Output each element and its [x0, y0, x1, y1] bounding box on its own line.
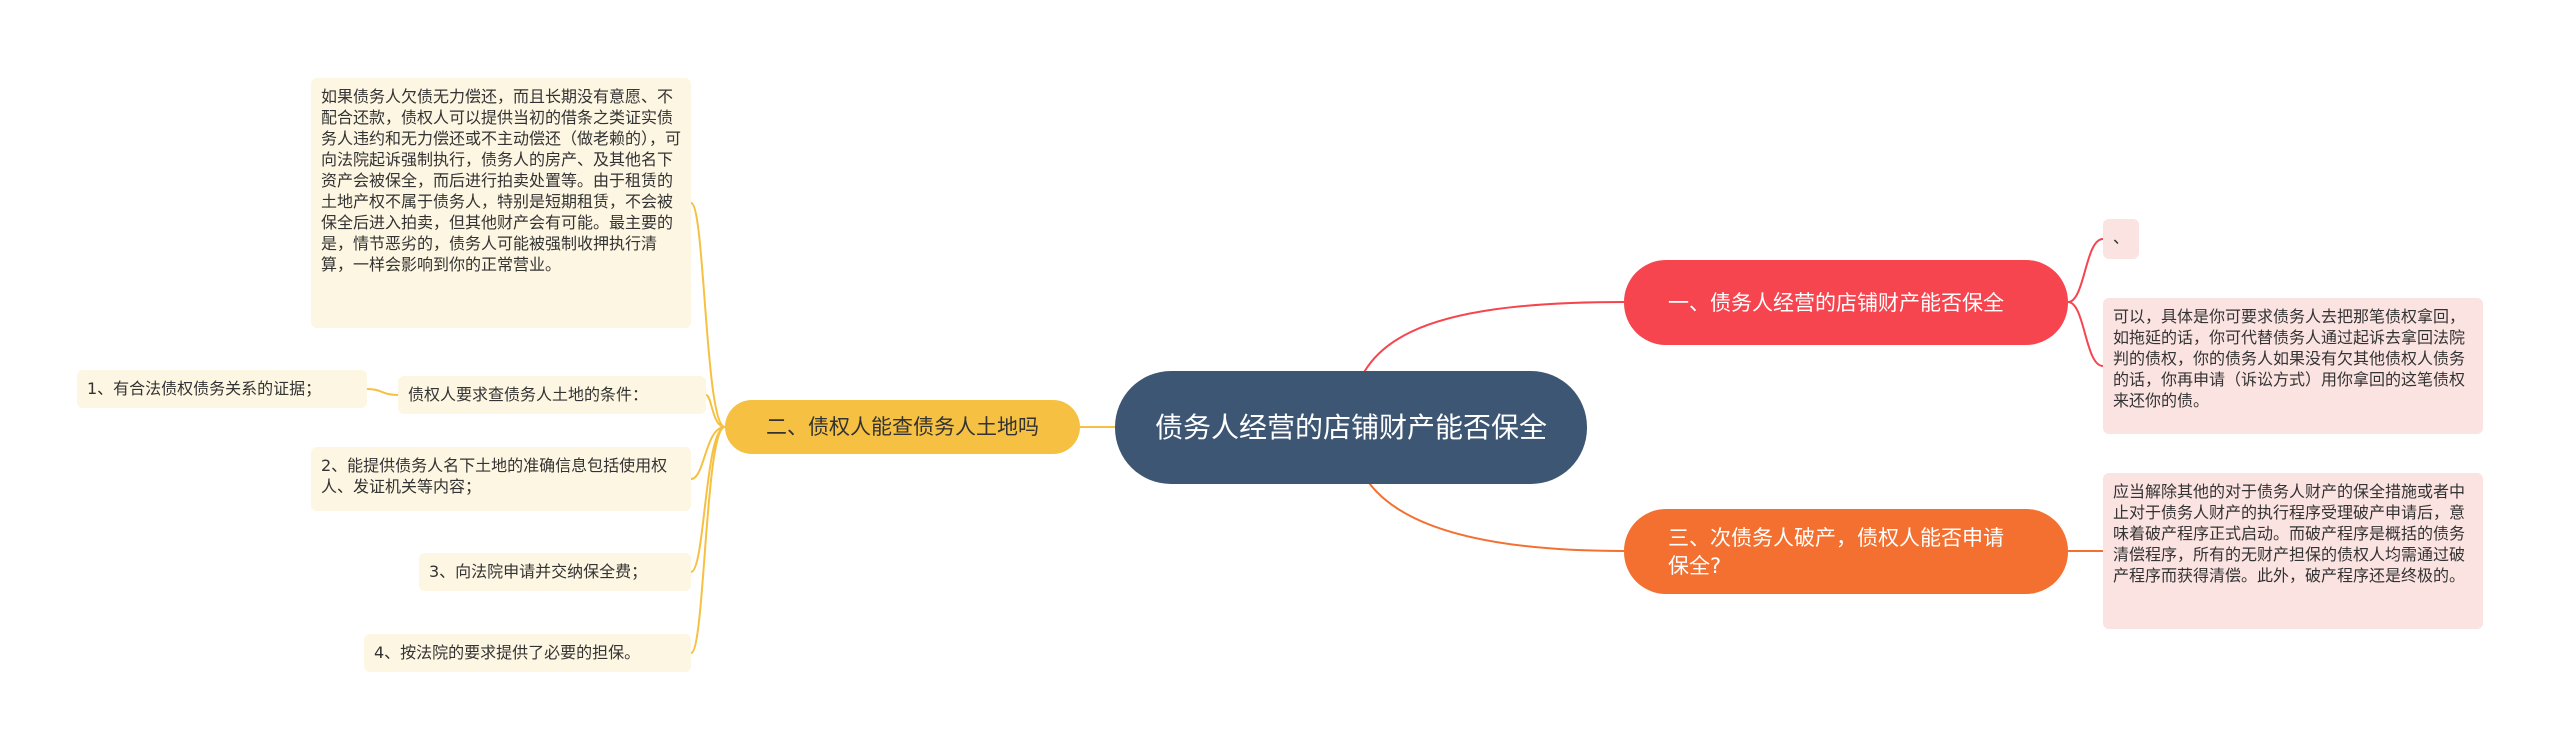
- branch-1-topic[interactable]: 一、债务人经营的店铺财产能否保全: [1624, 260, 2068, 345]
- branch-2-condition-item-2[interactable]: 2、能提供债务人名下土地的准确信息包括使用权人、发证机关等内容；: [311, 447, 691, 511]
- root-topic[interactable]: 债务人经营的店铺财产能否保全: [1115, 371, 1587, 484]
- branch-2-condition-item-2-text: 2、能提供债务人名下土地的准确信息包括使用权人、发证机关等内容；: [321, 456, 668, 496]
- branch-2-detail-intro-text: 如果债务人欠债无力偿还，而且长期没有意愿、不配合还款，债权人可以提供当初的借条之…: [321, 87, 682, 274]
- branch-2-condition-item-1-text: 1、有合法债权债务关系的证据；: [87, 379, 322, 398]
- branch-3-detail-answer-text: 应当解除其他的对于债务人财产的保全措施或者中止对于债务人财产的执行程序受理破产申…: [2113, 482, 2466, 585]
- branch-1-detail-comma-text: 、: [2113, 228, 2130, 247]
- branch-2-detail-intro[interactable]: 如果债务人欠债无力偿还，而且长期没有意愿、不配合还款，债权人可以提供当初的借条之…: [311, 78, 691, 328]
- branch-3-topic[interactable]: 三、次债务人破产，债权人能否申请保全?: [1624, 509, 2068, 594]
- branch-1-detail-answer-text: 可以，具体是你可要求债务人去把那笔债权拿回，如拖延的话，你可代替债务人通过起诉去…: [2113, 307, 2466, 410]
- branch-2-condition-item-3[interactable]: 3、向法院申请并交纳保全费；: [419, 553, 691, 591]
- branch-2-detail-conditions[interactable]: 债权人要求查债务人土地的条件：: [398, 376, 706, 414]
- branch-2-detail-conditions-text: 债权人要求查债务人土地的条件：: [408, 385, 649, 404]
- branch-2-topic[interactable]: 二、债权人能查债务人土地吗: [725, 400, 1080, 454]
- branch-2-condition-item-4-text: 4、按法院的要求提供了必要的担保。: [374, 643, 641, 662]
- connector-b2-children: [690, 202, 726, 654]
- root-topic-label: 债务人经营的店铺财产能否保全: [1155, 410, 1548, 444]
- branch-2-condition-item-3-text: 3、向法院申请并交纳保全费；: [429, 562, 648, 581]
- connector-b1-details: [2067, 238, 2104, 367]
- branch-1-detail-comma[interactable]: 、: [2103, 219, 2139, 259]
- branch-2-condition-item-4[interactable]: 4、按法院的要求提供了必要的担保。: [364, 634, 691, 672]
- branch-2-label: 二、债权人能查债务人土地吗: [766, 415, 1039, 439]
- branch-1-detail-answer[interactable]: 可以，具体是你可要求债务人去把那笔债权拿回，如拖延的话，你可代替债务人通过起诉去…: [2103, 298, 2483, 434]
- branch-3-detail-answer[interactable]: 应当解除其他的对于债务人财产的保全措施或者中止对于债务人财产的执行程序受理破产申…: [2103, 473, 2483, 629]
- connector-conditions-item1: [366, 388, 399, 396]
- branch-3-label: 三、次债务人破产，债权人能否申请保全?: [1668, 525, 2004, 578]
- branch-2-condition-item-1[interactable]: 1、有合法债权债务关系的证据；: [77, 370, 367, 408]
- branch-1-label: 一、债务人经营的店铺财产能否保全: [1668, 290, 2004, 315]
